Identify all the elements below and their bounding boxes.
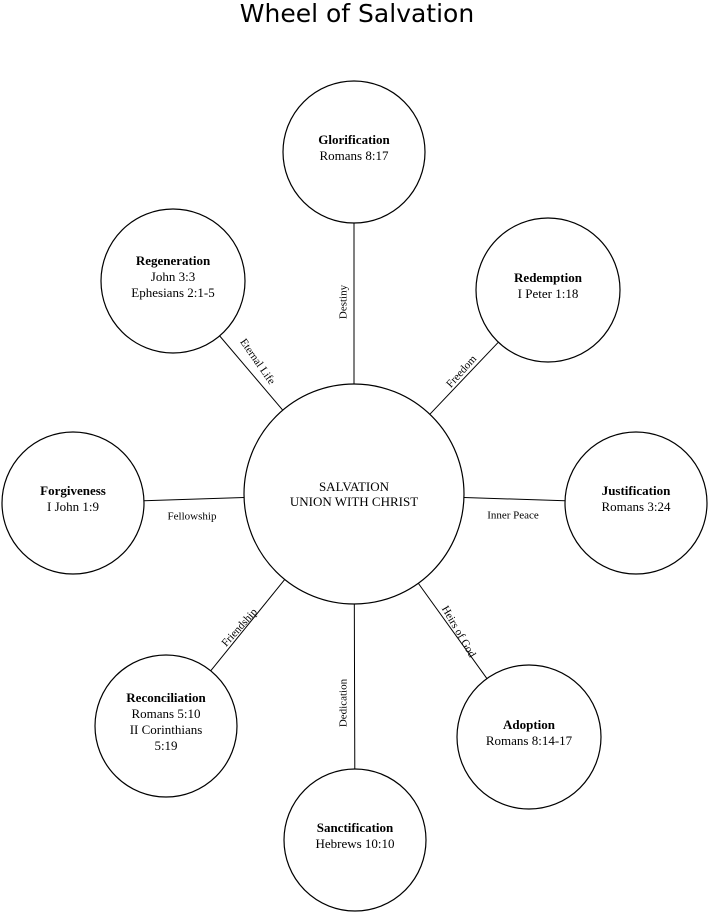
center-subtitle: UNION WITH CHRIST [290,494,418,509]
node-reference-redemption: I Peter 1:18 [518,286,579,301]
page-title: Wheel of Salvation [240,0,474,28]
node-reference-justification: Romans 3:24 [602,499,671,514]
node-reference-forgiveness: I John 1:9 [47,499,99,514]
edge-label-glorification: Destiny [338,284,350,319]
node-reference-reconciliation: 5:19 [154,738,177,753]
node-circle-redemption [475,217,621,363]
spoke-justification [463,497,566,502]
node-title-glorification: Glorification [318,132,390,147]
node-title-regeneration: Regeneration [136,253,211,268]
node-reference-glorification: Romans 8:17 [320,148,389,163]
node-circle-justification [564,431,708,575]
node-circle-regeneration [100,208,246,354]
edge-label-adoption: Heirs of God [439,604,478,660]
node-reference-regeneration: Ephesians 2:1-5 [131,285,214,300]
spokes [143,223,566,770]
spoke-redemption [429,341,499,415]
node-reference-adoption: Romans 8:14-17 [486,733,573,748]
spoke-adoption [417,582,488,679]
node-title-sanctification: Sanctification [317,820,394,835]
edge-label-sanctification: Dedication [338,678,350,727]
spoke-regeneration [219,335,284,411]
spoke-forgiveness [143,497,245,502]
edge-label-regeneration: Eternal Life [237,337,277,387]
edge-label-justification: Inner Peace [487,510,539,522]
center-node: SALVATION UNION WITH CHRIST [243,383,465,605]
node-circle-adoption [456,664,602,810]
edge-label-forgiveness: Fellowship [168,511,217,523]
node-circle-glorification [282,80,426,224]
node-title-adoption: Adoption [503,717,556,732]
node-title-forgiveness: Forgiveness [40,483,106,498]
spoke-reconciliation [210,579,286,672]
node-reference-regeneration: John 3:3 [151,269,195,284]
center-circle [243,383,465,605]
edge-label-reconciliation: Friendship [219,606,260,649]
edge-label-redemption: Freedom [444,353,479,390]
node-reference-reconciliation: Romans 5:10 [132,706,201,721]
node-circle-forgiveness [1,431,145,575]
node-title-justification: Justification [602,483,671,498]
node-reference-reconciliation: II Corinthians [130,722,203,737]
node-title-reconciliation: Reconciliation [126,690,206,705]
node-circle-reconciliation [94,654,238,798]
node-title-redemption: Redemption [514,270,583,285]
node-reference-sanctification: Hebrews 10:10 [315,836,394,851]
center-title: SALVATION [319,479,390,494]
node-circle-sanctification [283,768,427,912]
